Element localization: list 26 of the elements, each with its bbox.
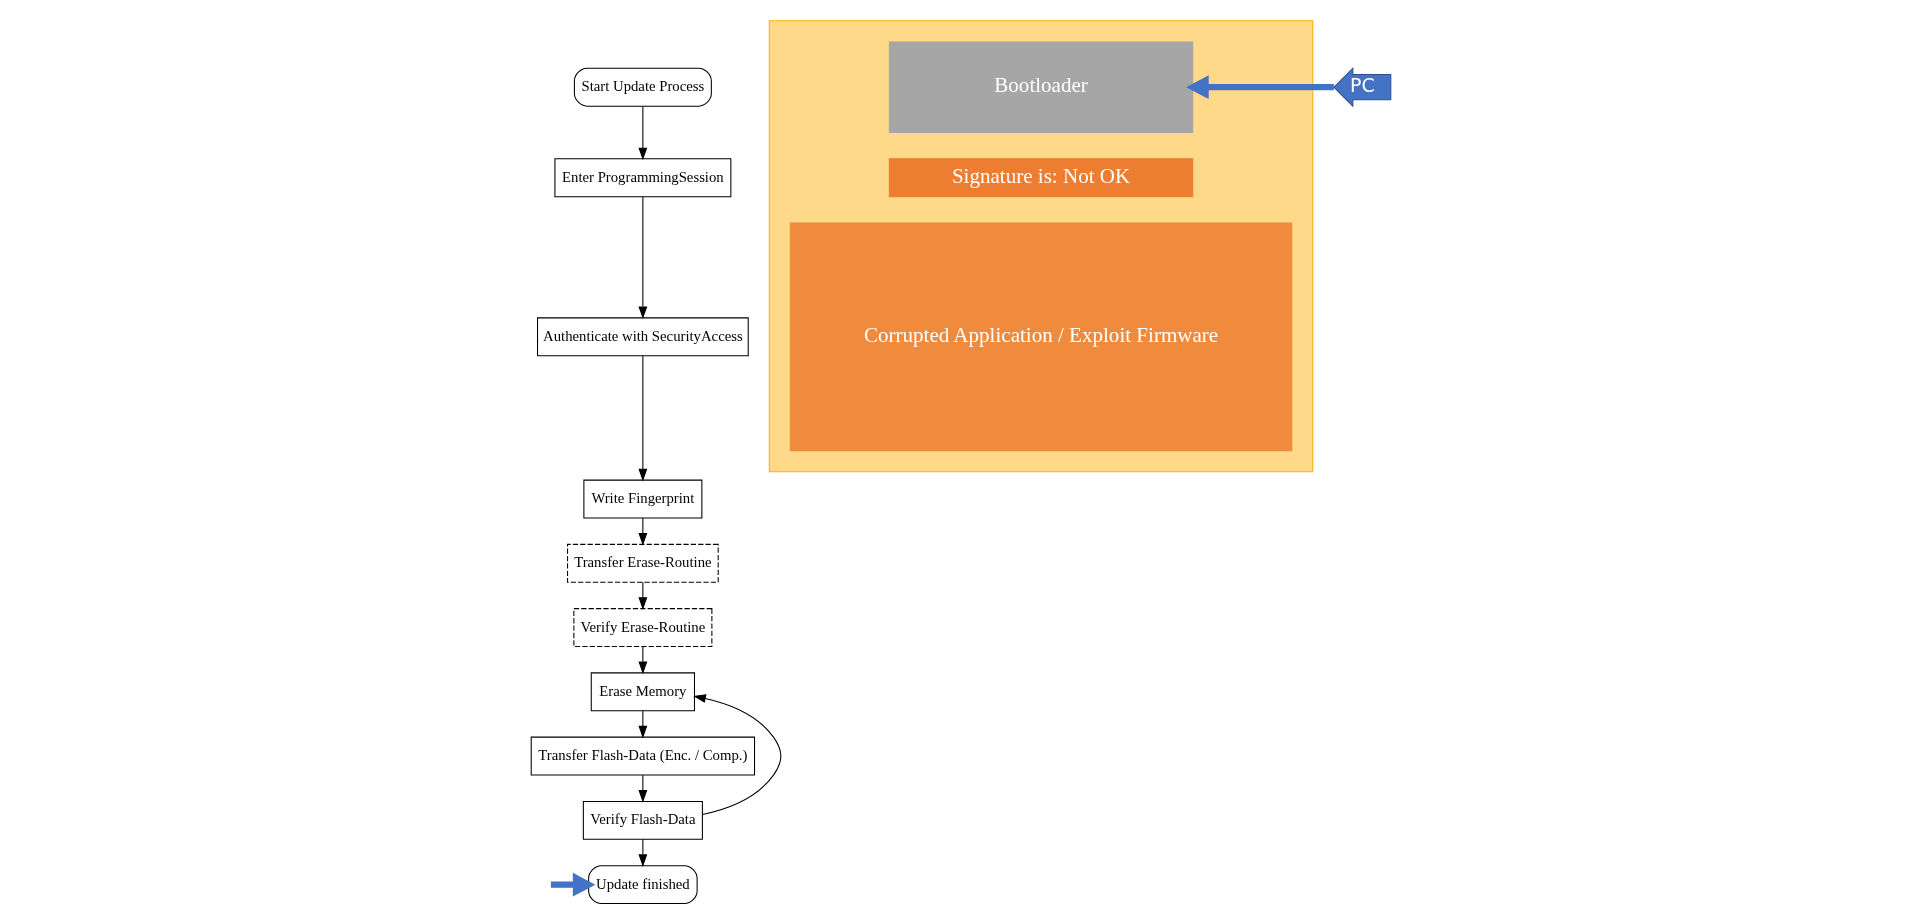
node-box: Update finished: [587, 865, 698, 905]
arrow: [637, 710, 647, 739]
node-box: Enter ProgrammingSession: [553, 158, 731, 198]
arrow: [550, 872, 595, 897]
arrow: [637, 196, 647, 320]
arrow: [637, 646, 647, 675]
arrow: [637, 838, 647, 867]
arrow: [637, 774, 647, 803]
arrow: [637, 517, 647, 546]
node-box: Verify Erase-Routine: [572, 608, 712, 648]
arrow: [637, 106, 647, 161]
arrow: [692, 694, 781, 815]
node-box: Erase Memory: [590, 672, 695, 712]
node-box: Transfer Erase-Routine: [566, 543, 719, 583]
node-box: Write Fingerprint: [582, 479, 702, 519]
node-box: Bootloader: [888, 41, 1193, 134]
node-box: Verify Flash-Data: [582, 800, 703, 840]
node-box: Authenticate with SecurityAccess: [536, 317, 749, 357]
node-box: Start Update Process: [573, 67, 712, 107]
arrow: [637, 581, 647, 610]
arrow: [1185, 75, 1334, 100]
node-box: Signature is: Not OK: [888, 158, 1193, 198]
node-box: Transfer Flash-Data (Enc. / Comp.): [530, 736, 755, 776]
cluster: [768, 20, 1313, 473]
node-box: Corrupted Application / Exploit Firmware: [789, 222, 1292, 452]
arrow: [637, 355, 647, 482]
